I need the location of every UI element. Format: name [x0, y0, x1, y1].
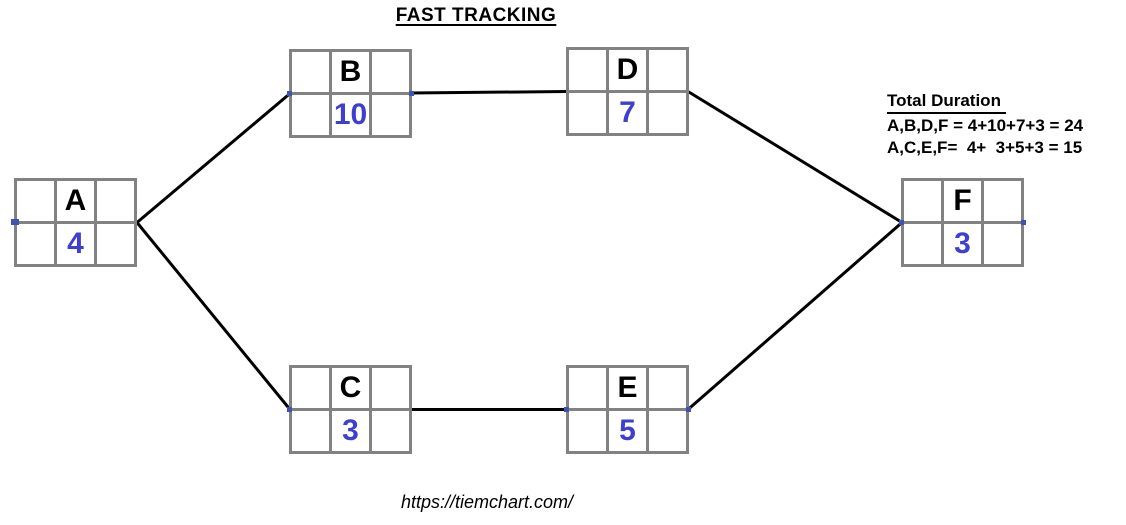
cell — [646, 408, 689, 454]
path-calc-abdf: A,B,D,F = 4+10+7+3 = 24 — [887, 116, 1084, 135]
edge-a-b — [136, 92, 291, 224]
cell — [646, 365, 689, 411]
path-calc-acef: A,C,E,F= 4+ 3+5+3 = 15 — [887, 138, 1083, 157]
edge-b-d — [410, 90, 568, 95]
task-f-label: F — [941, 178, 984, 224]
cell — [646, 47, 689, 93]
edge-d-f — [687, 90, 903, 224]
task-node-e: E 5 — [566, 365, 689, 454]
task-d-label: D — [606, 47, 649, 93]
cell — [901, 178, 944, 224]
anchor-dot-f-right — [1021, 220, 1026, 225]
anchor-dot-f-left — [899, 220, 904, 225]
cell — [981, 221, 1024, 267]
cell — [289, 365, 332, 411]
total-duration-block: Total Duration A,B,D,F = 4+10+7+3 = 24 A… — [887, 90, 1083, 159]
cell — [94, 221, 137, 267]
task-e-duration: 5 — [606, 408, 649, 454]
anchor-dot-b-left — [287, 91, 292, 96]
cell — [369, 92, 412, 138]
cell — [14, 178, 57, 224]
total-duration-heading: Total Duration — [887, 90, 1006, 114]
task-node-c: C 3 — [289, 365, 412, 454]
anchor-dot-a-left — [11, 219, 19, 225]
page-title: FAST TRACKING — [395, 5, 557, 26]
cell — [289, 92, 332, 138]
task-d-duration: 7 — [606, 90, 649, 136]
cell — [646, 90, 689, 136]
task-a-label: A — [54, 178, 97, 224]
anchor-dot-c-left — [287, 407, 292, 412]
source-url: https://tiemchart.com/ — [400, 492, 574, 512]
edge-e-f — [687, 221, 903, 411]
cell — [566, 365, 609, 411]
anchor-dot-e-left — [564, 407, 569, 412]
task-b-duration: 10 — [329, 92, 372, 138]
cell — [566, 47, 609, 93]
task-node-f: F 3 — [901, 178, 1024, 267]
task-node-d: D 7 — [566, 47, 689, 136]
cell — [14, 221, 57, 267]
cell — [566, 90, 609, 136]
cell — [369, 49, 412, 95]
anchor-dot-e-right — [686, 407, 691, 412]
cell — [369, 408, 412, 454]
task-a-duration: 4 — [54, 221, 97, 267]
task-c-label: C — [329, 365, 372, 411]
task-f-duration: 3 — [941, 221, 984, 267]
cell — [289, 408, 332, 454]
task-c-duration: 3 — [329, 408, 372, 454]
task-node-a: A 4 — [14, 178, 137, 267]
task-b-label: B — [329, 49, 372, 95]
cell — [289, 49, 332, 95]
cell — [981, 178, 1024, 224]
task-node-b: B 10 — [289, 49, 412, 138]
task-e-label: E — [606, 365, 649, 411]
cell — [566, 408, 609, 454]
edge-a-c — [135, 221, 292, 411]
cell — [94, 178, 137, 224]
anchor-dot-b-right — [409, 91, 414, 96]
cell — [901, 221, 944, 267]
cell — [369, 365, 412, 411]
